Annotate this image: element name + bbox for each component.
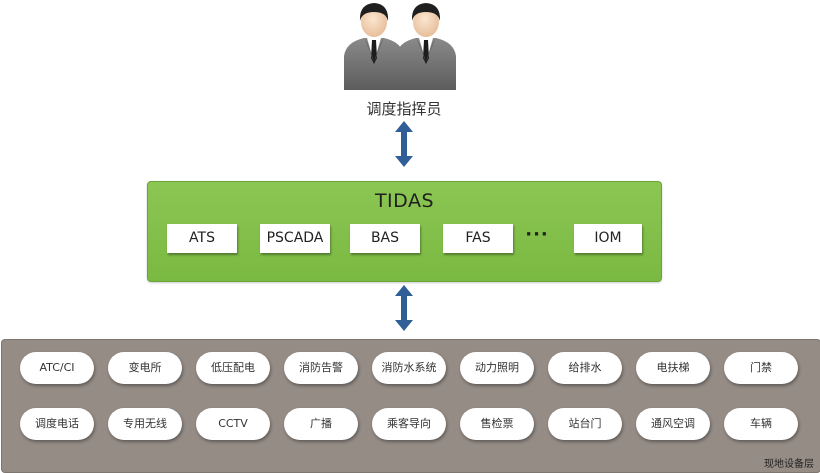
device-access-control: 门禁: [724, 352, 798, 384]
device-substation: 变电所: [108, 352, 182, 384]
subsystem-bas: BAS: [350, 224, 420, 253]
device-power-lighting: 动力照明: [460, 352, 534, 384]
device-radio: 专用无线: [108, 408, 182, 440]
tidas-panel: TIDAS ATS PSCADA BAS FAS IOM: [147, 181, 662, 282]
field-layer-label: 现地设备层: [764, 459, 814, 470]
field-equipment-panel: ATC/CI 变电所 低压配电 消防告警 消防水系统 动力照明 给排水 电扶梯 …: [1, 339, 820, 473]
dispatcher-left-icon: [344, 3, 404, 90]
device-broadcast: 广播: [284, 408, 358, 440]
tidas-title: TIDAS: [374, 190, 435, 212]
device-dispatch-phone: 调度电话: [20, 408, 94, 440]
subsystem-ats: ATS: [167, 224, 237, 253]
subsystem-iom: IOM: [574, 224, 642, 253]
device-ticketing: 售检票: [460, 408, 534, 440]
device-fire-water: 消防水系统: [372, 352, 446, 384]
subsystem-pscada: PSCADA: [260, 224, 330, 253]
device-platform-door: 站台门: [548, 408, 622, 440]
device-water-drainage: 给排水: [548, 352, 622, 384]
device-cctv: CCTV: [196, 408, 270, 440]
subsystem-ellipsis: ···: [525, 224, 549, 245]
device-passenger-guide: 乘客导向: [372, 408, 446, 440]
double-arrow-icon: [395, 121, 413, 167]
device-hvac: 通风空调: [636, 408, 710, 440]
device-escalator: 电扶梯: [636, 352, 710, 384]
double-arrow-icon: [395, 285, 413, 331]
dispatcher-right-icon: [396, 3, 456, 90]
device-vehicle: 车辆: [724, 408, 798, 440]
subsystem-fas: FAS: [443, 224, 513, 253]
dispatcher-label: 调度指挥员: [366, 100, 442, 118]
device-fire-alarm: 消防告警: [284, 352, 358, 384]
device-atc-ci: ATC/CI: [20, 352, 94, 384]
device-low-voltage: 低压配电: [196, 352, 270, 384]
dispatcher-people-icon: [344, 3, 456, 90]
